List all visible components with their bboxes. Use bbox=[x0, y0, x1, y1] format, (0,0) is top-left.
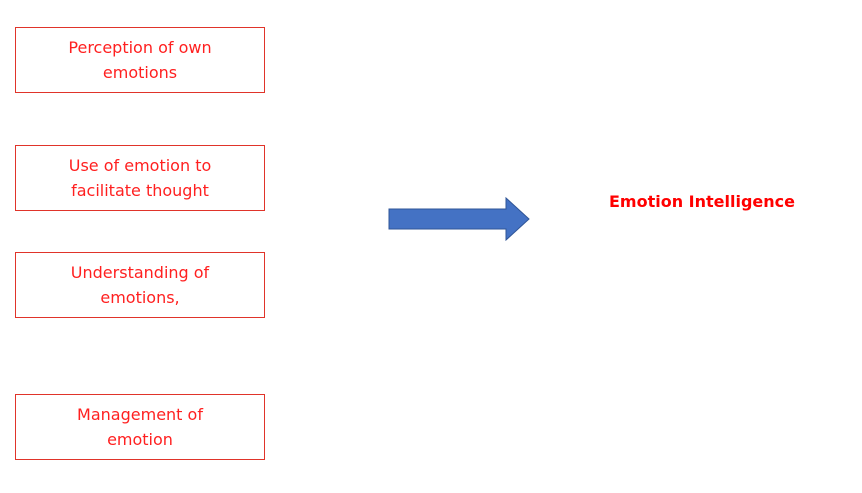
component-box-management: Management of emotion bbox=[15, 394, 265, 460]
component-label-management: Management of emotion bbox=[77, 405, 203, 449]
arrow-shape bbox=[388, 197, 530, 241]
component-label-use-of-emotion: Use of emotion to facilitate thought bbox=[68, 156, 212, 200]
component-label-perception: Perception of own emotions bbox=[68, 38, 212, 82]
right-arrow-icon bbox=[388, 197, 530, 241]
component-label-understanding: Understanding of emotions, bbox=[70, 263, 210, 307]
component-box-use-of-emotion: Use of emotion to facilitate thought bbox=[15, 145, 265, 211]
component-box-perception: Perception of own emotions bbox=[15, 27, 265, 93]
component-box-understanding: Understanding of emotions, bbox=[15, 252, 265, 318]
result-label: Emotion Intelligence bbox=[609, 192, 796, 211]
